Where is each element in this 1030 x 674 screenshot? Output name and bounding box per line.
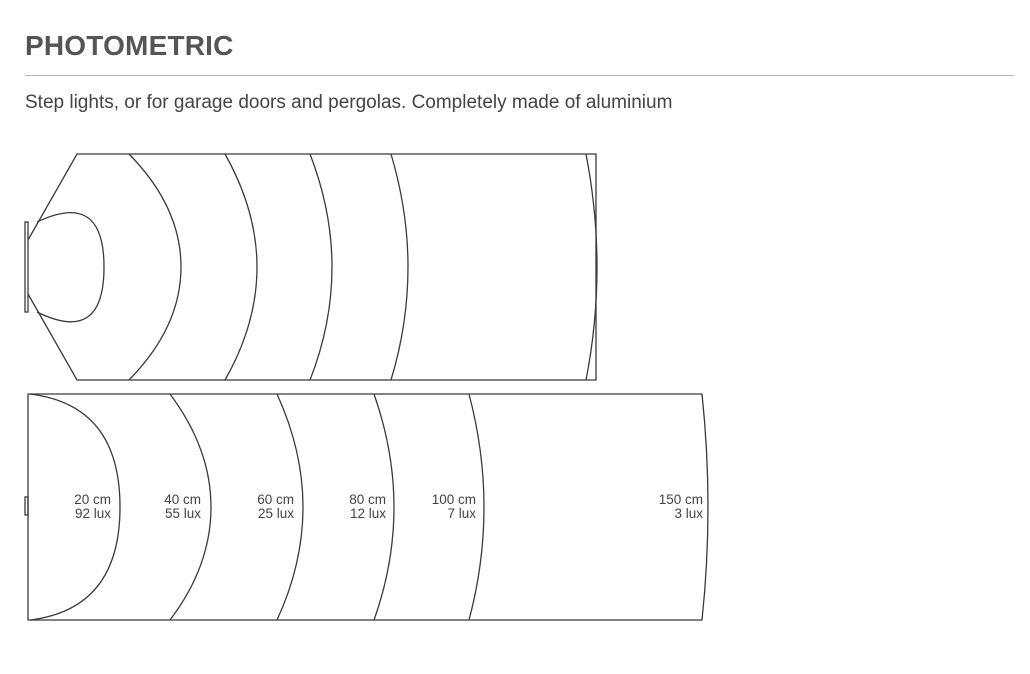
side-view-arc [585, 153, 598, 381]
zone-lux-label: 92 lux [75, 506, 111, 521]
top-view-arc [468, 393, 485, 621]
zone-labels: 20 cm 92 lux 40 cm 55 lux 60 cm 25 lux 8… [74, 492, 703, 521]
top-view-isolux-arcs [29, 393, 485, 621]
side-view-arc [36, 212, 105, 323]
top-view-arc [29, 393, 121, 621]
zone-lux-label: 3 lux [674, 506, 703, 521]
zone-distance-label: 20 cm [74, 492, 111, 507]
top-view-arc [169, 393, 212, 621]
zone-lux-label: 55 lux [165, 506, 201, 521]
top-view-arc [276, 393, 304, 621]
top-view-arc [373, 393, 395, 621]
zone-distance-label: 150 cm [659, 492, 703, 507]
side-view-diagram [24, 153, 598, 381]
side-view-arc [224, 153, 258, 381]
zone-distance-label: 60 cm [257, 492, 294, 507]
zone-lux-label: 12 lux [350, 506, 386, 521]
top-view-outline [27, 393, 709, 621]
page-title: PHOTOMETRIC [25, 30, 234, 61]
zone-lux-label: 25 lux [258, 506, 294, 521]
side-view-beam-outline [27, 153, 597, 381]
product-description: Step lights, or for garage doors and per… [25, 92, 673, 113]
zone-distance-label: 100 cm [432, 492, 476, 507]
title-divider [25, 75, 1014, 76]
side-view-arc [128, 153, 182, 381]
side-view-fixture [24, 221, 29, 313]
zone-distance-label: 80 cm [349, 492, 386, 507]
side-view-arc [390, 153, 409, 381]
side-view-isolux-arcs [36, 153, 598, 381]
zone-lux-label: 7 lux [447, 506, 476, 521]
side-view-arc [309, 153, 333, 381]
top-view-diagram: 20 cm 92 lux 40 cm 55 lux 60 cm 25 lux 8… [24, 393, 709, 621]
zone-distance-label: 40 cm [164, 492, 201, 507]
